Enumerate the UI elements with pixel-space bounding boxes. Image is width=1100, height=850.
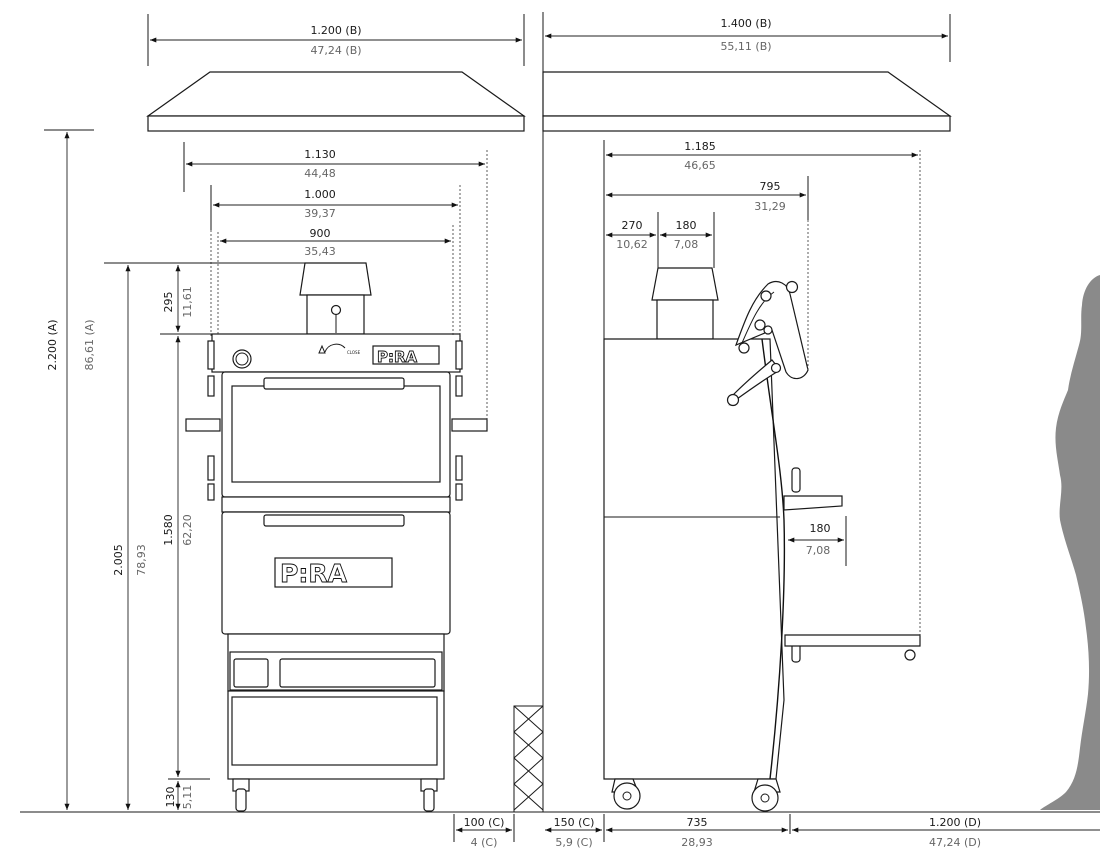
dim-chimney-offset-inch: 10,62 <box>616 238 648 251</box>
dim-chimney-offset-label: 270 <box>622 219 643 232</box>
dim-inner-width-label: 900 <box>310 227 331 240</box>
dim-clearance-inch: 47,24 (D) <box>929 836 981 849</box>
side-oven-body <box>603 338 921 780</box>
dim-front-wall-gap-label: 100 (C) <box>464 816 505 829</box>
dim-body-width-inch: 39,37 <box>304 207 336 220</box>
dim-hood-height-label: 2.200 (A) <box>46 319 59 370</box>
dim-shelf-depth-label: 180 <box>810 522 831 535</box>
front-oven-body: CLOSE P:RA P:RA <box>185 333 488 780</box>
dim-leg-height-label: 130 <box>164 787 177 808</box>
side-door-handle <box>726 280 809 407</box>
dim-body-depth-label: 735 <box>687 816 708 829</box>
small-logo: P:RA <box>377 348 418 366</box>
dim-body-depth-inch: 28,93 <box>681 836 713 849</box>
panel-label: CLOSE <box>347 350 361 355</box>
dim-shelf-depth-inch: 7,08 <box>806 544 831 557</box>
front-chimney <box>299 262 372 335</box>
dim-leg-height-inch: 5,11 <box>181 785 194 810</box>
dim-body-width-label: 1.000 <box>304 188 336 201</box>
dim-body-height-inch: 62,20 <box>181 514 194 546</box>
dim-handle-depth-label: 795 <box>760 180 781 193</box>
side-shelf <box>783 495 843 511</box>
dim-front-wall-gap-inch: 4 (C) <box>471 836 498 849</box>
dim-hood-width-inch: 47,24 (B) <box>310 44 361 57</box>
dim-hood-height-inch: 86,61 (A) <box>83 319 96 370</box>
front-wheels <box>232 778 438 812</box>
dim-side-wall-gap-label: 150 (C) <box>554 816 595 829</box>
dim-total-height-label: 2.005 <box>112 544 125 576</box>
dim-handle-depth-inch: 31,29 <box>754 200 786 213</box>
front-hood <box>146 71 526 132</box>
dim-chimney-height-inch: 11,61 <box>181 286 194 318</box>
side-rail <box>784 634 921 647</box>
dim-chimney-width-label: 180 <box>676 219 697 232</box>
dim-total-width-label: 1.130 <box>304 148 336 161</box>
side-wheels <box>611 778 781 812</box>
dim-chimney-width-inch: 7,08 <box>674 238 699 251</box>
dim-side-wall-gap-inch: 5,9 (C) <box>555 836 592 849</box>
dim-hood-depth-inch: 55,11 (B) <box>720 40 771 53</box>
dim-hood-depth-label: 1.400 (B) <box>720 17 771 30</box>
wall-hatch <box>513 705 544 813</box>
side-hood <box>542 71 952 132</box>
dim-total-depth-inch: 46,65 <box>684 159 716 172</box>
dim-clearance-label: 1.200 (D) <box>929 816 981 829</box>
dim-inner-width-inch: 35,43 <box>304 245 336 258</box>
side-extension-lines <box>542 14 951 636</box>
dim-body-height-label: 1.580 <box>162 514 175 546</box>
dim-chimney-height-label: 295 <box>162 292 175 313</box>
dim-total-width-inch: 44,48 <box>304 167 336 180</box>
front-extension-lines <box>44 14 525 780</box>
big-logo: P:RA <box>280 559 348 588</box>
dim-hood-width-label: 1.200 (B) <box>310 24 361 37</box>
side-chimney <box>651 267 719 340</box>
human-silhouette <box>1040 275 1100 810</box>
dim-total-depth-label: 1.185 <box>684 140 716 153</box>
dim-total-height-inch: 78,93 <box>135 544 148 576</box>
